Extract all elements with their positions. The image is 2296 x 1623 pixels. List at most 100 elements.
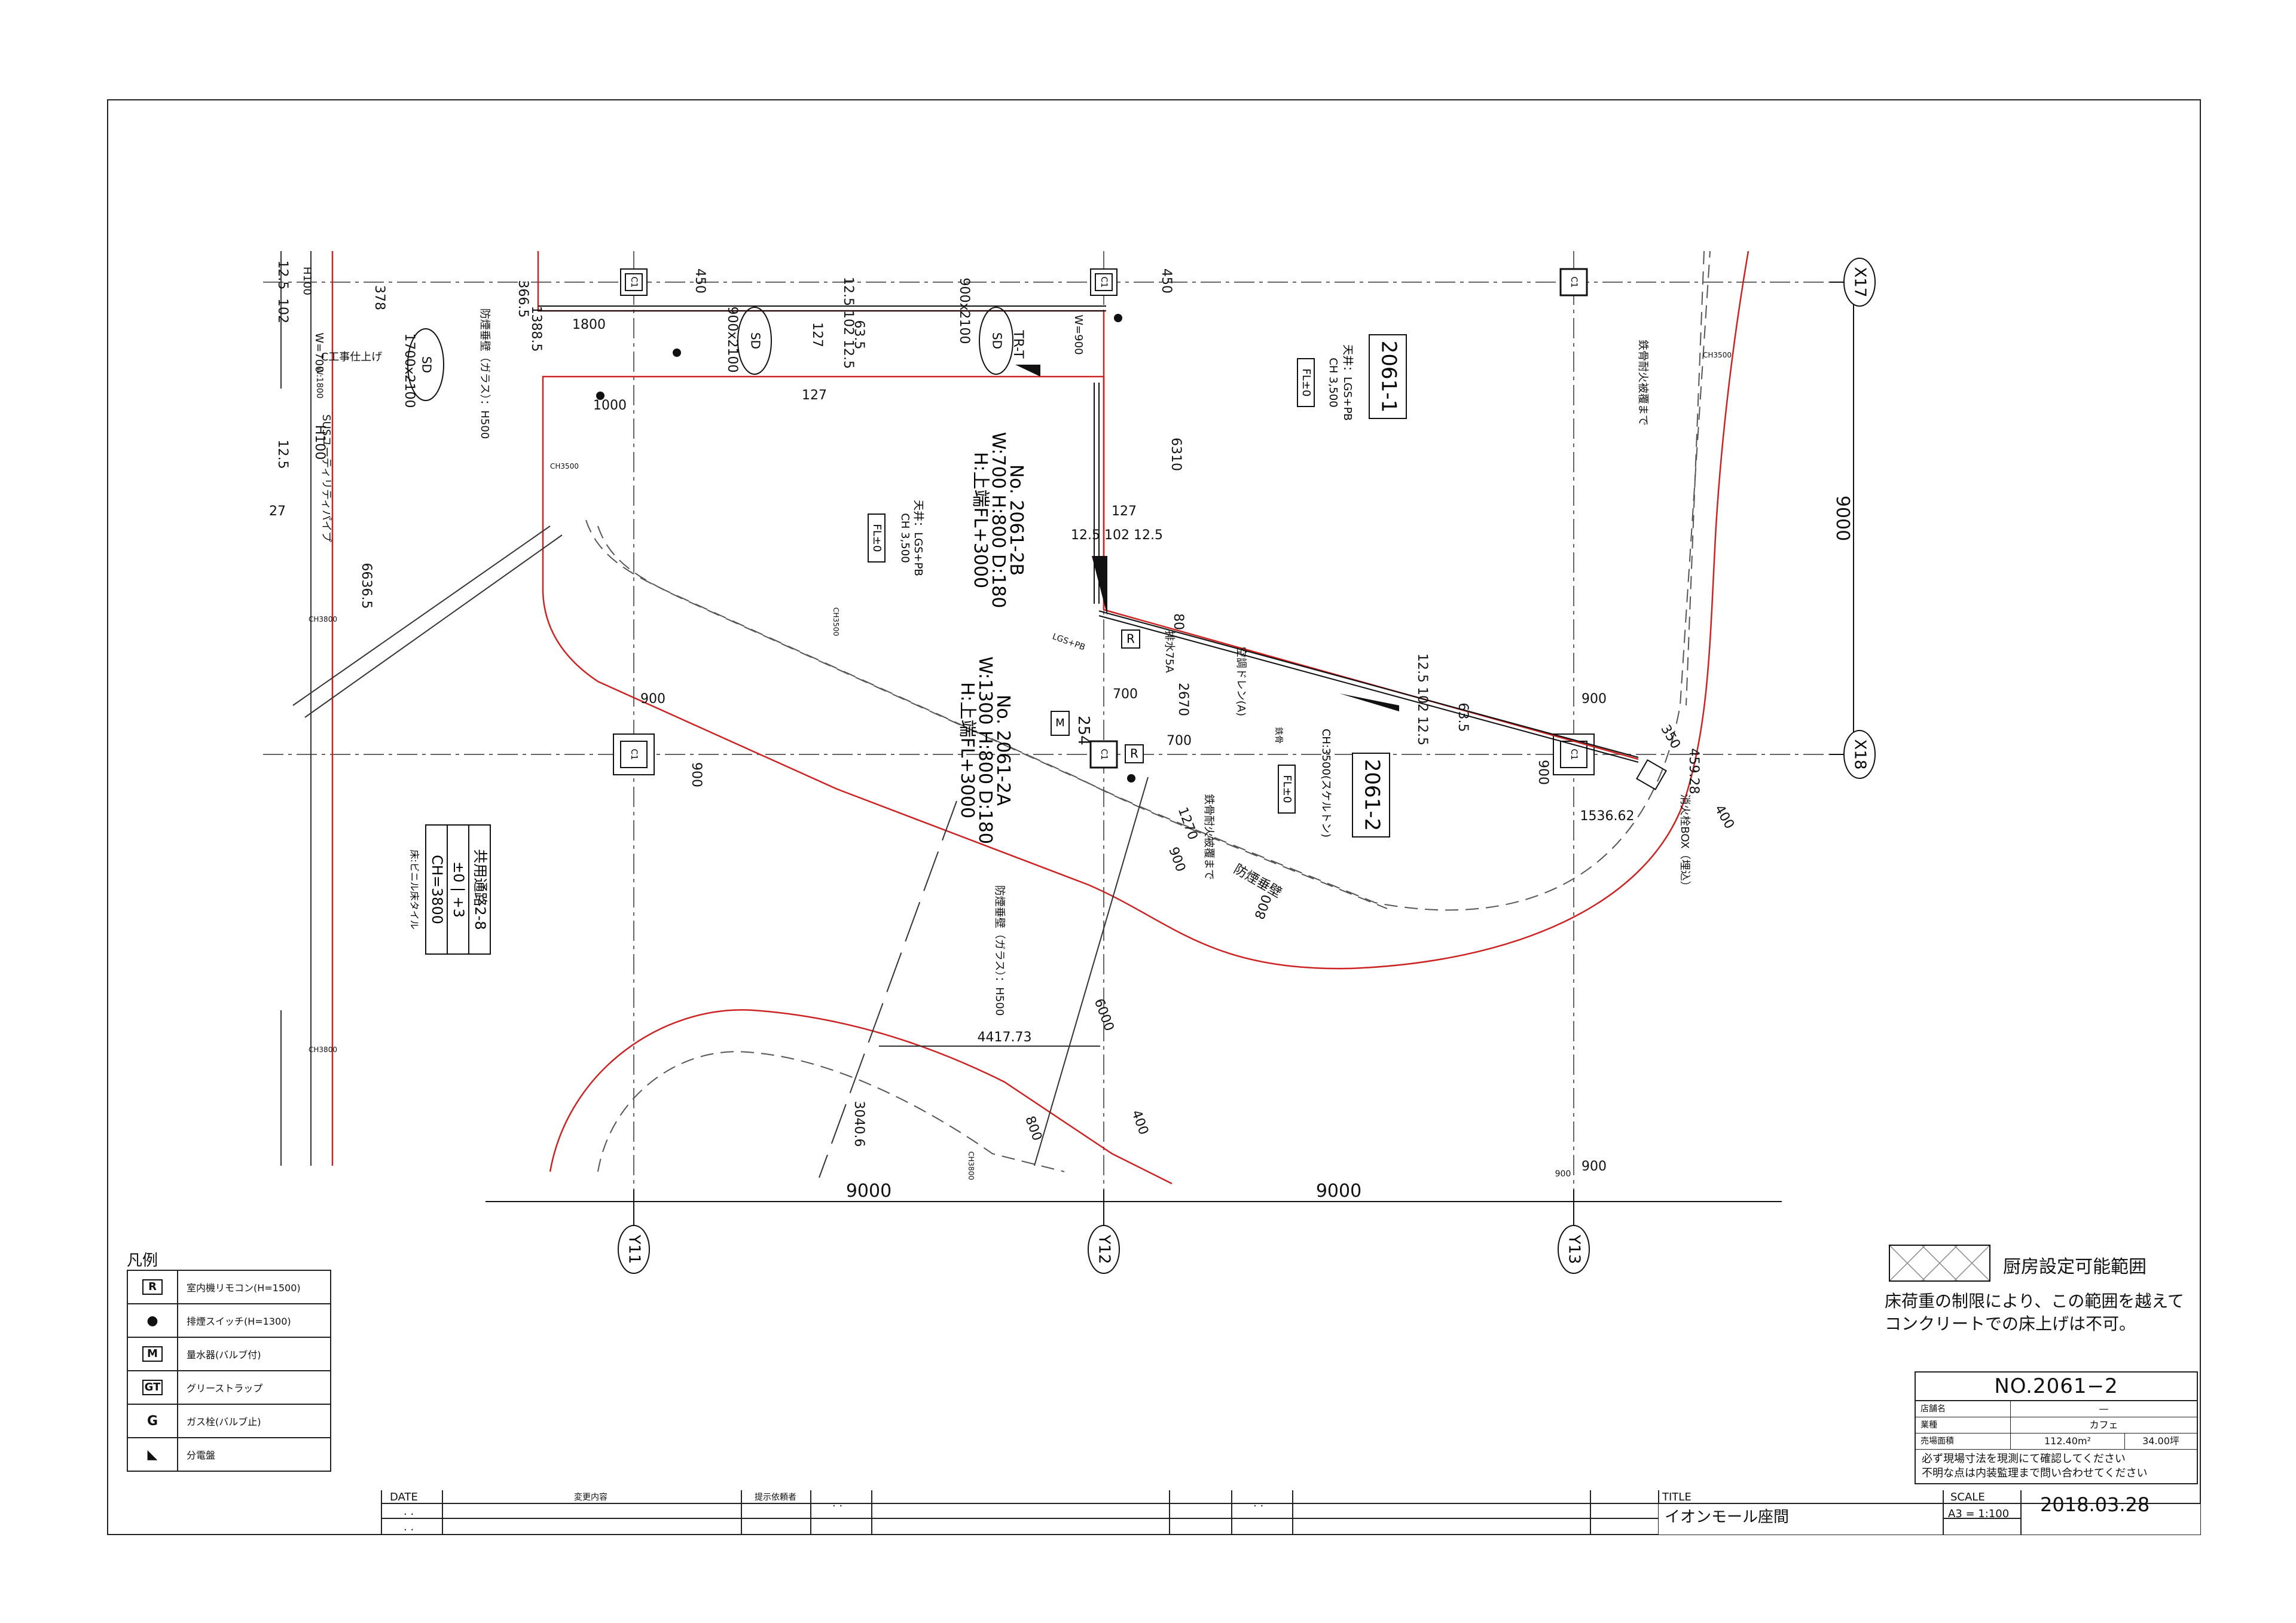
info-key: 売場面積 xyxy=(1916,1434,2011,1449)
svg-text:2061-2: 2061-2 xyxy=(1360,759,1384,831)
tenant-boundary xyxy=(331,250,1750,1185)
svg-text:C工事仕上げ: C工事仕上げ xyxy=(321,351,383,363)
tb-instructor-header: 提示依頼者 xyxy=(755,1493,796,1502)
tb-scale-header: SCALE xyxy=(1950,1491,1985,1503)
info-row: 店舗名 — xyxy=(1916,1401,2197,1417)
sd-labels: SD SD SD xyxy=(407,307,1013,401)
svg-text:Y12: Y12 xyxy=(1095,1234,1113,1264)
svg-text:450: 450 xyxy=(1159,268,1174,294)
svg-text:C1: C1 xyxy=(629,749,639,760)
legend-label: 分電盤 xyxy=(187,1450,216,1461)
svg-text:FL±0: FL±0 xyxy=(1281,775,1293,803)
info-key: 店舗名 xyxy=(1916,1401,2011,1417)
svg-text:鉄骨耐火被覆まで: 鉄骨耐火被覆まで xyxy=(1202,794,1215,880)
svg-text:254: 254 xyxy=(1074,716,1092,745)
dim-y11-y12: 9000 xyxy=(846,1181,891,1202)
svg-text:127: 127 xyxy=(802,388,827,403)
legend-label: グリーストラップ xyxy=(187,1383,263,1394)
kitchen-note-line: 床荷重の制限により、この範囲を越えて xyxy=(1885,1291,2184,1311)
dim-y12-y13: 9000 xyxy=(1316,1181,1361,1202)
svg-text:H100: H100 xyxy=(312,425,327,460)
svg-text:R: R xyxy=(1126,632,1135,646)
svg-text:27: 27 xyxy=(269,504,286,519)
svg-text:X17: X17 xyxy=(1851,267,1869,298)
svg-text:12.5: 12.5 xyxy=(275,261,290,290)
svg-text:900x2100: 900x2100 xyxy=(725,307,740,373)
tb-dots: . . xyxy=(832,1497,843,1509)
column-3: C1 xyxy=(1559,268,1588,297)
svg-text:900: 900 xyxy=(1581,1159,1607,1174)
svg-text:CH3800: CH3800 xyxy=(309,1046,337,1054)
svg-text:W:1800: W:1800 xyxy=(315,366,324,398)
legend-label: 排煙スイッチ(H=1300) xyxy=(187,1316,291,1327)
svg-text:TR-T: TR-T xyxy=(1010,329,1025,359)
svg-text:1800: 1800 xyxy=(572,317,606,332)
smoke-switch-symbols xyxy=(596,314,1135,783)
svg-text:M: M xyxy=(1055,717,1065,729)
legend-row: G ガス栓(バルブ止) xyxy=(128,1405,330,1438)
svg-text:消火栓BOX（埋込）: 消火栓BOX（埋込） xyxy=(1678,794,1691,891)
svg-text:900: 900 xyxy=(640,692,665,707)
tb-dots: . . xyxy=(404,1521,414,1533)
svg-text:102: 102 xyxy=(275,298,290,323)
legend-row: R 室内機リモコン(H=1500) xyxy=(128,1271,330,1304)
svg-text:SD: SD xyxy=(990,332,1004,349)
kitchen-note: 床荷重の制限により、この範囲を越えて コンクリートでの床上げは不可。 xyxy=(1885,1290,2184,1335)
remote-symbol-1: R xyxy=(1121,629,1140,649)
svg-text:900x2100: 900x2100 xyxy=(957,278,972,344)
sheet-border xyxy=(107,99,2201,1535)
svg-text:防煙垂壁（ガラス）：H500: 防煙垂壁（ガラス）：H500 xyxy=(993,885,1006,1016)
tb-scale: A3 = 1:100 xyxy=(1948,1508,2010,1520)
svg-text:900: 900 xyxy=(1535,760,1550,785)
svg-text:天井：LGS+PB: 天井：LGS+PB xyxy=(1341,344,1354,421)
legend-table: R 室内機リモコン(H=1500) ● 排煙スイッチ(H=1300) M 量水器… xyxy=(127,1270,331,1472)
svg-text:LGS+PB: LGS+PB xyxy=(1051,632,1086,653)
svg-text:12.5: 12.5 xyxy=(275,440,290,469)
svg-text:CH3500: CH3500 xyxy=(1703,351,1732,359)
svg-text:CH:3500(スケルトン): CH:3500(スケルトン) xyxy=(1320,729,1332,838)
grid-bubble-y12: Y12 xyxy=(1088,1225,1120,1274)
svg-text:C1: C1 xyxy=(629,277,639,288)
svg-text:No. 2061-2B: No. 2061-2B xyxy=(1006,464,1027,576)
svg-text:63.5: 63.5 xyxy=(851,320,866,350)
svg-text:鉄骨: 鉄骨 xyxy=(1274,727,1283,744)
bottom-dimension xyxy=(486,1190,1782,1231)
svg-text:W=700: W=700 xyxy=(313,332,325,372)
svg-text:CH 3,500: CH 3,500 xyxy=(899,513,911,563)
info-note: 必ず現場寸法を現測にて確認してください 不明な点は内装監理まで問い合わせてくださ… xyxy=(1922,1453,2148,1480)
grid-bubble-y13: Y13 xyxy=(1558,1225,1590,1274)
svg-text:3040.6: 3040.6 xyxy=(851,1101,866,1147)
tb-dots: . . xyxy=(1253,1497,1264,1509)
panel-board-icon: ◣ xyxy=(128,1438,178,1471)
svg-text:6310: 6310 xyxy=(1168,438,1183,471)
svg-text:800: 800 xyxy=(1253,893,1275,922)
svg-text:SD: SD xyxy=(749,332,763,349)
svg-text:378: 378 xyxy=(372,285,387,310)
grid-bubble-x17: X17 xyxy=(1843,258,1876,307)
svg-text:400: 400 xyxy=(1711,802,1737,832)
column-5: C1 xyxy=(1089,740,1118,769)
corridor-edges xyxy=(585,250,1711,1172)
column-2: C1 xyxy=(1090,268,1118,296)
corridor-table: 共用通路2-8 ±0 | +3 CH=3800 床:ビニル床タイル xyxy=(409,824,491,955)
svg-text:900: 900 xyxy=(1165,845,1188,874)
svg-text:CH3500: CH3500 xyxy=(832,607,840,636)
svg-text:400: 400 xyxy=(1128,1108,1151,1137)
svg-text:No. 2061-2A: No. 2061-2A xyxy=(993,695,1013,806)
info-row: 業種 カフェ xyxy=(1916,1417,2197,1434)
svg-text:12.5 102 12.5: 12.5 102 12.5 xyxy=(1071,528,1163,543)
svg-text:CH3800: CH3800 xyxy=(309,615,337,623)
svg-text:1000: 1000 xyxy=(593,398,627,413)
legend-row: ● 排煙スイッチ(H=1300) xyxy=(128,1304,330,1338)
svg-text:450: 450 xyxy=(692,268,707,294)
svg-text:350: 350 xyxy=(1657,722,1683,751)
svg-text:63.5: 63.5 xyxy=(1455,703,1470,732)
tb-change-header: 変更内容 xyxy=(574,1493,607,1502)
smoke-switch-icon: ● xyxy=(128,1304,178,1337)
room-b-ceiling: 天井：LGS+PB CH 3,500 FL±0 xyxy=(868,500,924,576)
partition-walls xyxy=(538,305,1639,763)
tb-dots: . . xyxy=(404,1505,414,1518)
room-2061-2: 2061-2 CH:3500(スケルトン) FL±0 xyxy=(1278,729,1390,838)
svg-text:H:上端FL+3000: H:上端FL+3000 xyxy=(957,682,978,818)
svg-text:127: 127 xyxy=(1112,504,1137,519)
